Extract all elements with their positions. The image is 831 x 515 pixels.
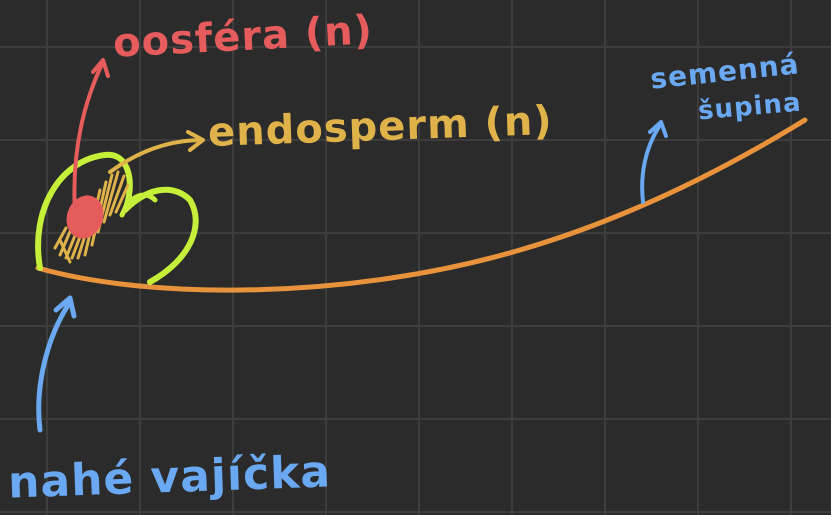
semenna-supina-arrowhead xyxy=(648,120,668,138)
semenna-supina-arrow xyxy=(640,123,662,204)
nahe-vajicka-arrowhead xyxy=(53,295,77,319)
oosfera-arrow xyxy=(72,60,105,214)
oosfera-arrowhead xyxy=(91,58,110,78)
endosperm-arrow xyxy=(108,138,204,174)
endosperm-arrowhead xyxy=(186,130,205,152)
ovule-inner-line xyxy=(119,192,158,218)
seed-scale-curve xyxy=(35,117,808,293)
nahe-vajicka-arrow xyxy=(36,299,73,433)
